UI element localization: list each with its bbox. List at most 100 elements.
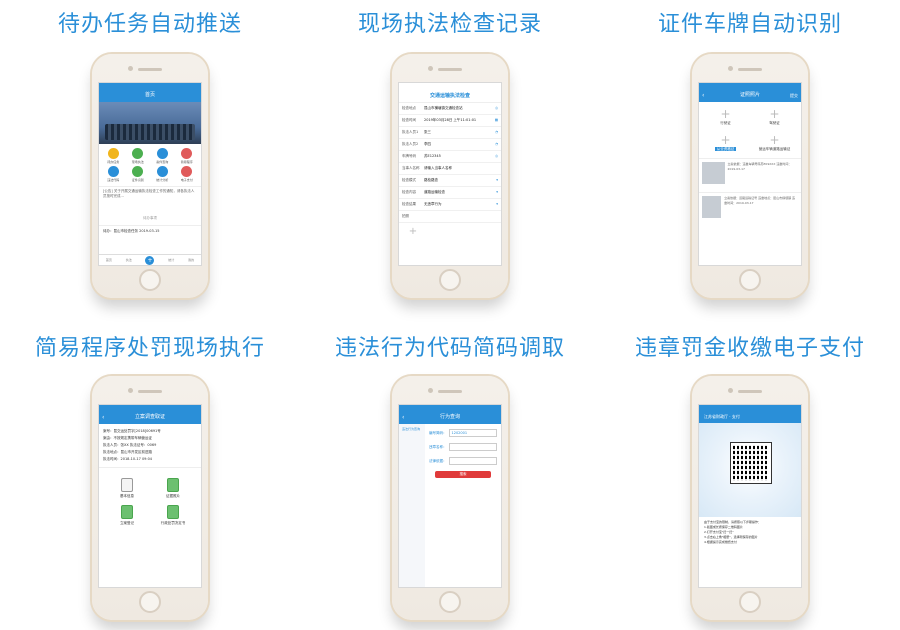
grid-item[interactable]: 违法代码 [102, 166, 125, 182]
upload-slot[interactable]: +驾驶证 [751, 105, 798, 129]
field-input[interactable] [448, 443, 497, 451]
grid-item[interactable]: 证件识别 [127, 166, 150, 182]
record-item[interactable]: 立案依据：违章车辆号码苏E09XXX 违章时间：2019-03-17 [699, 158, 801, 192]
form-label: 拍照 [402, 214, 409, 218]
case-action-label: 立案登记 [120, 521, 134, 525]
side-panel[interactable]: 违法行为查询 [399, 424, 425, 587]
field-input[interactable]: 1202001 [448, 429, 497, 437]
form-icon-icon: ▾ [496, 178, 498, 182]
tab-home[interactable]: 首页 [105, 258, 112, 262]
back-icon[interactable]: ‹ [702, 92, 705, 99]
function-icon [181, 148, 193, 159]
camera-icon [728, 388, 733, 393]
record-item[interactable]: 立案依据：道路运输证号 违章地点：昆山市横塘镇 违章时间：2019-03-17 [699, 192, 801, 226]
search-button[interactable]: 搜索 [435, 471, 491, 478]
form-row[interactable]: 检查模式路检路查▾ [399, 175, 501, 187]
status-bar [99, 405, 201, 411]
upload-grid: +行驶证+驾驶证+从业资格证+营运车辆道路运输证 [699, 102, 801, 158]
grid-item[interactable]: 案件查询 [151, 148, 174, 164]
grid-item-label: 电子支付 [180, 178, 193, 182]
case-action-label: 行政处罚决定书 [160, 521, 186, 525]
form-icon-icon: ▦ [494, 118, 498, 122]
case-action-label: 证据照片 [166, 494, 180, 498]
field-input[interactable] [448, 457, 497, 465]
function-icon [156, 166, 168, 177]
form-row[interactable]: 拍照 [399, 211, 501, 223]
camera-icon [128, 388, 133, 393]
form-title: 交通运输执法检查 [399, 89, 501, 103]
notice-text[interactable]: [公告] 关于开展交通运输执法检查工作的通知，请各执法人员按时完成… [99, 186, 201, 208]
record-text: 立案依据：道路运输证号 违章地点：昆山市横塘镇 违章时间：2019-03-17 [724, 196, 796, 205]
tab-enforce[interactable]: 执法 [125, 258, 132, 262]
back-icon[interactable]: ‹ [402, 414, 405, 421]
form-row[interactable]: 检查内容道路运输检查▾ [399, 187, 501, 199]
add-photo-icon[interactable]: + [408, 226, 418, 237]
grid-item[interactable]: 待办任务 [102, 148, 125, 164]
form-row[interactable]: 检查地点昆山市横塘镇交通检查站◎ [399, 103, 501, 115]
caption: 待办任务自动推送 [57, 12, 242, 37]
grid-item-label: 现场执法 [131, 160, 144, 164]
field-label: 法律依据： [429, 458, 447, 463]
form-icon-icon: ▾ [496, 190, 498, 194]
form-icon-icon: ◔ [494, 130, 498, 134]
back-icon[interactable]: ‹ [102, 414, 105, 421]
add-icon[interactable]: + [145, 255, 155, 265]
status-bar [399, 83, 501, 89]
case-action[interactable]: 基本信息 [107, 478, 147, 499]
function-icon [107, 148, 119, 159]
caption: 证件车牌自动识别 [657, 12, 842, 37]
form-value: 道路运输检查 [424, 190, 445, 194]
form-icon-icon: ◎ [494, 106, 498, 110]
upload-slot[interactable]: +从业资格证 [702, 131, 749, 155]
caption: 违章罚金收缴电子支付 [634, 336, 865, 361]
form-label: 当事人名称 [402, 166, 420, 170]
form-row[interactable]: 检查时间 2019年03月28日 上午11:01:01 ▦ [399, 115, 501, 127]
form-row[interactable]: 当事人名称请输入当事人名称 [399, 163, 501, 175]
upload-slot[interactable]: +行驶证 [702, 105, 749, 129]
phone-mockup: 江苏省财政厅 · 支付 由于支付宝的限制，请按照以下步骤操作：1.截图或长按保存… [692, 376, 808, 620]
form-row[interactable]: 车牌号码苏E12345◎ [399, 151, 501, 163]
form-value: 2019年03月28日 上午11:01:01 [424, 118, 477, 122]
tab-bar: 首页 执法 + 统计 我的 [99, 254, 201, 265]
record-text: 立案依据：违章车辆号码苏E09XXX 违章时间：2019-03-17 [727, 162, 792, 171]
banner-image [99, 102, 201, 144]
grid-item[interactable]: 统计分析 [151, 166, 174, 182]
form-row[interactable]: 检查结果无违章行为▾ [399, 199, 501, 211]
home-button [739, 591, 761, 613]
task-item[interactable]: 待办：昆山市检查任务 2019-03-15 [99, 225, 201, 237]
grid-item[interactable]: 电子支付 [176, 166, 199, 182]
grid-item-label: 案件查询 [156, 160, 169, 164]
pay-instruction-line: 4.根据提示完成缴费支付 [704, 540, 737, 544]
phone-mockup: 首页 待办任务现场执法 案件查询 简易程序违法代码证件识别统计分析电子支付 [公告]… [92, 54, 208, 298]
upload-slot[interactable]: +营运车辆道路运输证 [751, 131, 798, 155]
tab-stats[interactable]: 统计 [168, 258, 175, 262]
nav-title: 首页 [144, 92, 155, 98]
phone-mockup: ‹ 立案调查取证 案号：昆交运处罚字[2018]00691号案由：不按规定携带车… [92, 376, 208, 620]
screen-case: ‹ 立案调查取证 案号：昆交运处罚字[2018]00691号案由：不按规定携带车… [98, 404, 202, 588]
function-icon [132, 166, 144, 177]
case-actions: 基本信息证据照片立案登记 行政处罚决定书 [99, 468, 201, 536]
form-label: 检查时间 [402, 118, 416, 122]
case-action[interactable]: 立案登记 [107, 505, 147, 526]
record-list: 立案依据：违章车辆号码苏E09XXX 违章时间：2019-03-17 立案依据：道… [699, 158, 801, 226]
grid-item[interactable]: 现场执法 [127, 148, 150, 164]
pay-header: 江苏省财政厅 · 支付 [699, 411, 801, 423]
upload-label: 从业资格证 [714, 147, 737, 151]
submit-button[interactable]: 提交 [790, 93, 798, 98]
case-action[interactable]: 行政处罚决定书 [153, 505, 193, 526]
qr-code-icon[interactable] [730, 442, 772, 484]
case-action[interactable]: 证据照片 [153, 478, 193, 499]
grid-item[interactable]: 简易程序 [176, 148, 199, 164]
function-icon [107, 166, 119, 177]
tab-mine[interactable]: 我的 [188, 258, 195, 262]
nav-bar: 首页 [99, 89, 201, 102]
phone-mockup: 交通运输执法检查 检查地点昆山市横塘镇交通检查站◎ 检查时间 2019年03月28日… [392, 54, 508, 298]
feature-cell-penalty: 简易程序处罚现场执行 ‹ 立案调查取证 案号：昆交运处罚字[2018]00691… [0, 320, 300, 630]
document-thumbnail [702, 196, 722, 218]
